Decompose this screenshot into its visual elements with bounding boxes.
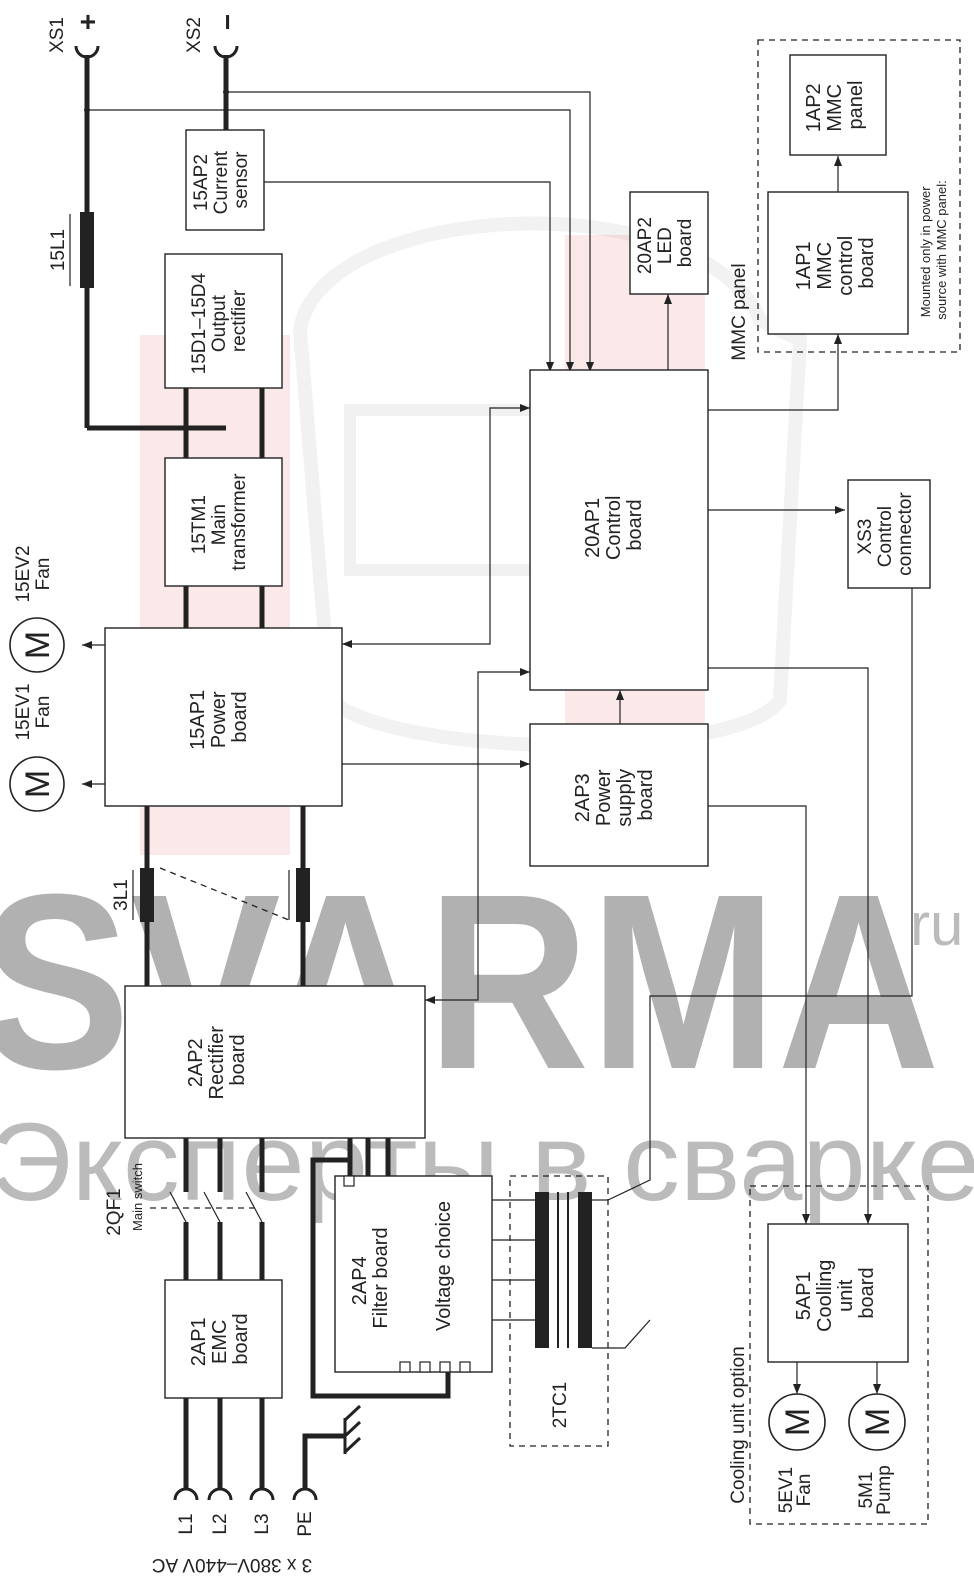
mains-l3-label: L3 [252, 1513, 273, 1534]
mmc-panel-label: MMC panel [729, 263, 750, 360]
emc-board-block [164, 1279, 283, 1399]
filter-board-text: 2AP4 Filter board [349, 1227, 392, 1328]
terminal-xs1-label: XS1 [47, 17, 68, 53]
inductor-15l1-label: 15L1 [48, 229, 69, 271]
led-board-block [629, 191, 709, 295]
filter-board-block [334, 1175, 493, 1373]
control-board-block [529, 369, 709, 691]
inductor-3l1-label: 3L1 [111, 879, 132, 911]
cooling-option-label: Cooling unit option [728, 1346, 749, 1503]
pump-symbol: M [859, 1408, 897, 1436]
pump-label: Pump [874, 1465, 895, 1515]
main-switch-icon [150, 1191, 263, 1223]
signal-arrowheads [82, 156, 881, 1394]
rectifier-board-text: 2AP2 Rectifier board [185, 1021, 249, 1100]
mains-pe-label: PE [295, 1511, 316, 1536]
led-board-text: 20AP2 LED board [635, 212, 696, 274]
fan-15ev1-label: Fan [33, 696, 54, 729]
output-rectifier-block [164, 253, 283, 389]
rectifier-board-block [124, 985, 426, 1139]
power-board-block [104, 627, 343, 807]
cooling-option-frame [749, 1185, 929, 1525]
ground-icon [343, 1404, 362, 1454]
terminal-xs2-sign: − [212, 14, 243, 30]
main-switch-id: 2QF1 [104, 1188, 125, 1236]
output-rectifier-text: 15D1–15D4 Output rectifier [189, 268, 250, 375]
mains-l2-label: L2 [210, 1513, 231, 1534]
cooling-fan-label: Fan [794, 1474, 815, 1507]
pump-id: 5M1 [856, 1472, 877, 1509]
mmc-control-block [767, 191, 909, 335]
mmc-panel-block [789, 54, 887, 156]
control-connector-text: XS3 Control connector [855, 492, 916, 576]
current-sensor-block [185, 129, 265, 231]
cooling-fan-symbol: M [779, 1408, 817, 1436]
mmc-panel-text: 1AP2 MMC panel [803, 78, 867, 133]
voltage-choice-label: Voltage choice [433, 1201, 455, 1331]
psu-board-text: 2AP3 Power supply board [572, 763, 657, 826]
mains-l1-label: L1 [176, 1513, 197, 1534]
fan-15ev1-id: 15EV1 [13, 683, 34, 740]
watermark-suffix: ru [910, 891, 963, 958]
fan-15ev1-motor-icon [9, 756, 65, 812]
fan-15ev2-label: Fan [33, 558, 54, 591]
voltage-choice-pins [399, 1361, 471, 1373]
pump-motor-icon [848, 1393, 906, 1451]
terminal-xs2-label: XS2 [184, 17, 205, 53]
main-switch-label: Main switch [130, 1163, 145, 1231]
inductor-3l1-icon-b [296, 868, 310, 922]
cooling-fan-motor-icon [768, 1393, 826, 1451]
mains-supply-label: 3 x 380V–440V AC [152, 1554, 313, 1575]
mmc-panel-frame [757, 39, 961, 353]
mmc-note: Mounted only in power source with MMC pa… [918, 180, 949, 319]
fan-15ev1-symbol: M [19, 770, 57, 798]
main-transformer-block [164, 457, 283, 587]
terminal-xs1-sign: + [72, 14, 103, 30]
transformer-2tc1-label: 2TC1 [550, 1382, 571, 1428]
filter-board-pin [343, 1175, 355, 1187]
cooling-board-text: 5AP1 Coolling unit board [793, 1254, 878, 1332]
control-board-text: 20AP1 Control board [582, 490, 646, 560]
power-board-text: 15AP1 Power board [187, 684, 251, 750]
current-sensor-text: 15AP2 Current sensor [191, 146, 252, 215]
emc-board-text: 2AP1 EMC board [188, 1312, 252, 1367]
fan-15ev2-id: 15EV2 [13, 545, 34, 602]
terminal-xs1-icon [74, 45, 100, 59]
control-connector-block [847, 479, 931, 589]
watermark-helmet-icon [292, 216, 808, 752]
main-transformer-text: 15TM1 Main transformer [189, 473, 250, 571]
signal-wiring [82, 89, 913, 1394]
mains-terminal-icons [173, 1487, 318, 1501]
transformer-2tc1-frame [509, 1175, 609, 1447]
cooling-board-block [767, 1223, 909, 1363]
fan-15ev2-symbol: M [19, 631, 57, 659]
inductor-3l1-icon-a [140, 868, 154, 922]
fan-15ev2-motor-icon [9, 617, 65, 673]
mmc-control-text: 1AP1 MMC control board [793, 230, 878, 296]
transformer-2tc1-windings [492, 1192, 651, 1349]
terminal-xs2-icon [213, 45, 239, 59]
psu-board-block [529, 723, 709, 867]
cooling-fan-id: 5EV1 [776, 1467, 797, 1513]
inductor-15l1-icon [80, 212, 94, 288]
